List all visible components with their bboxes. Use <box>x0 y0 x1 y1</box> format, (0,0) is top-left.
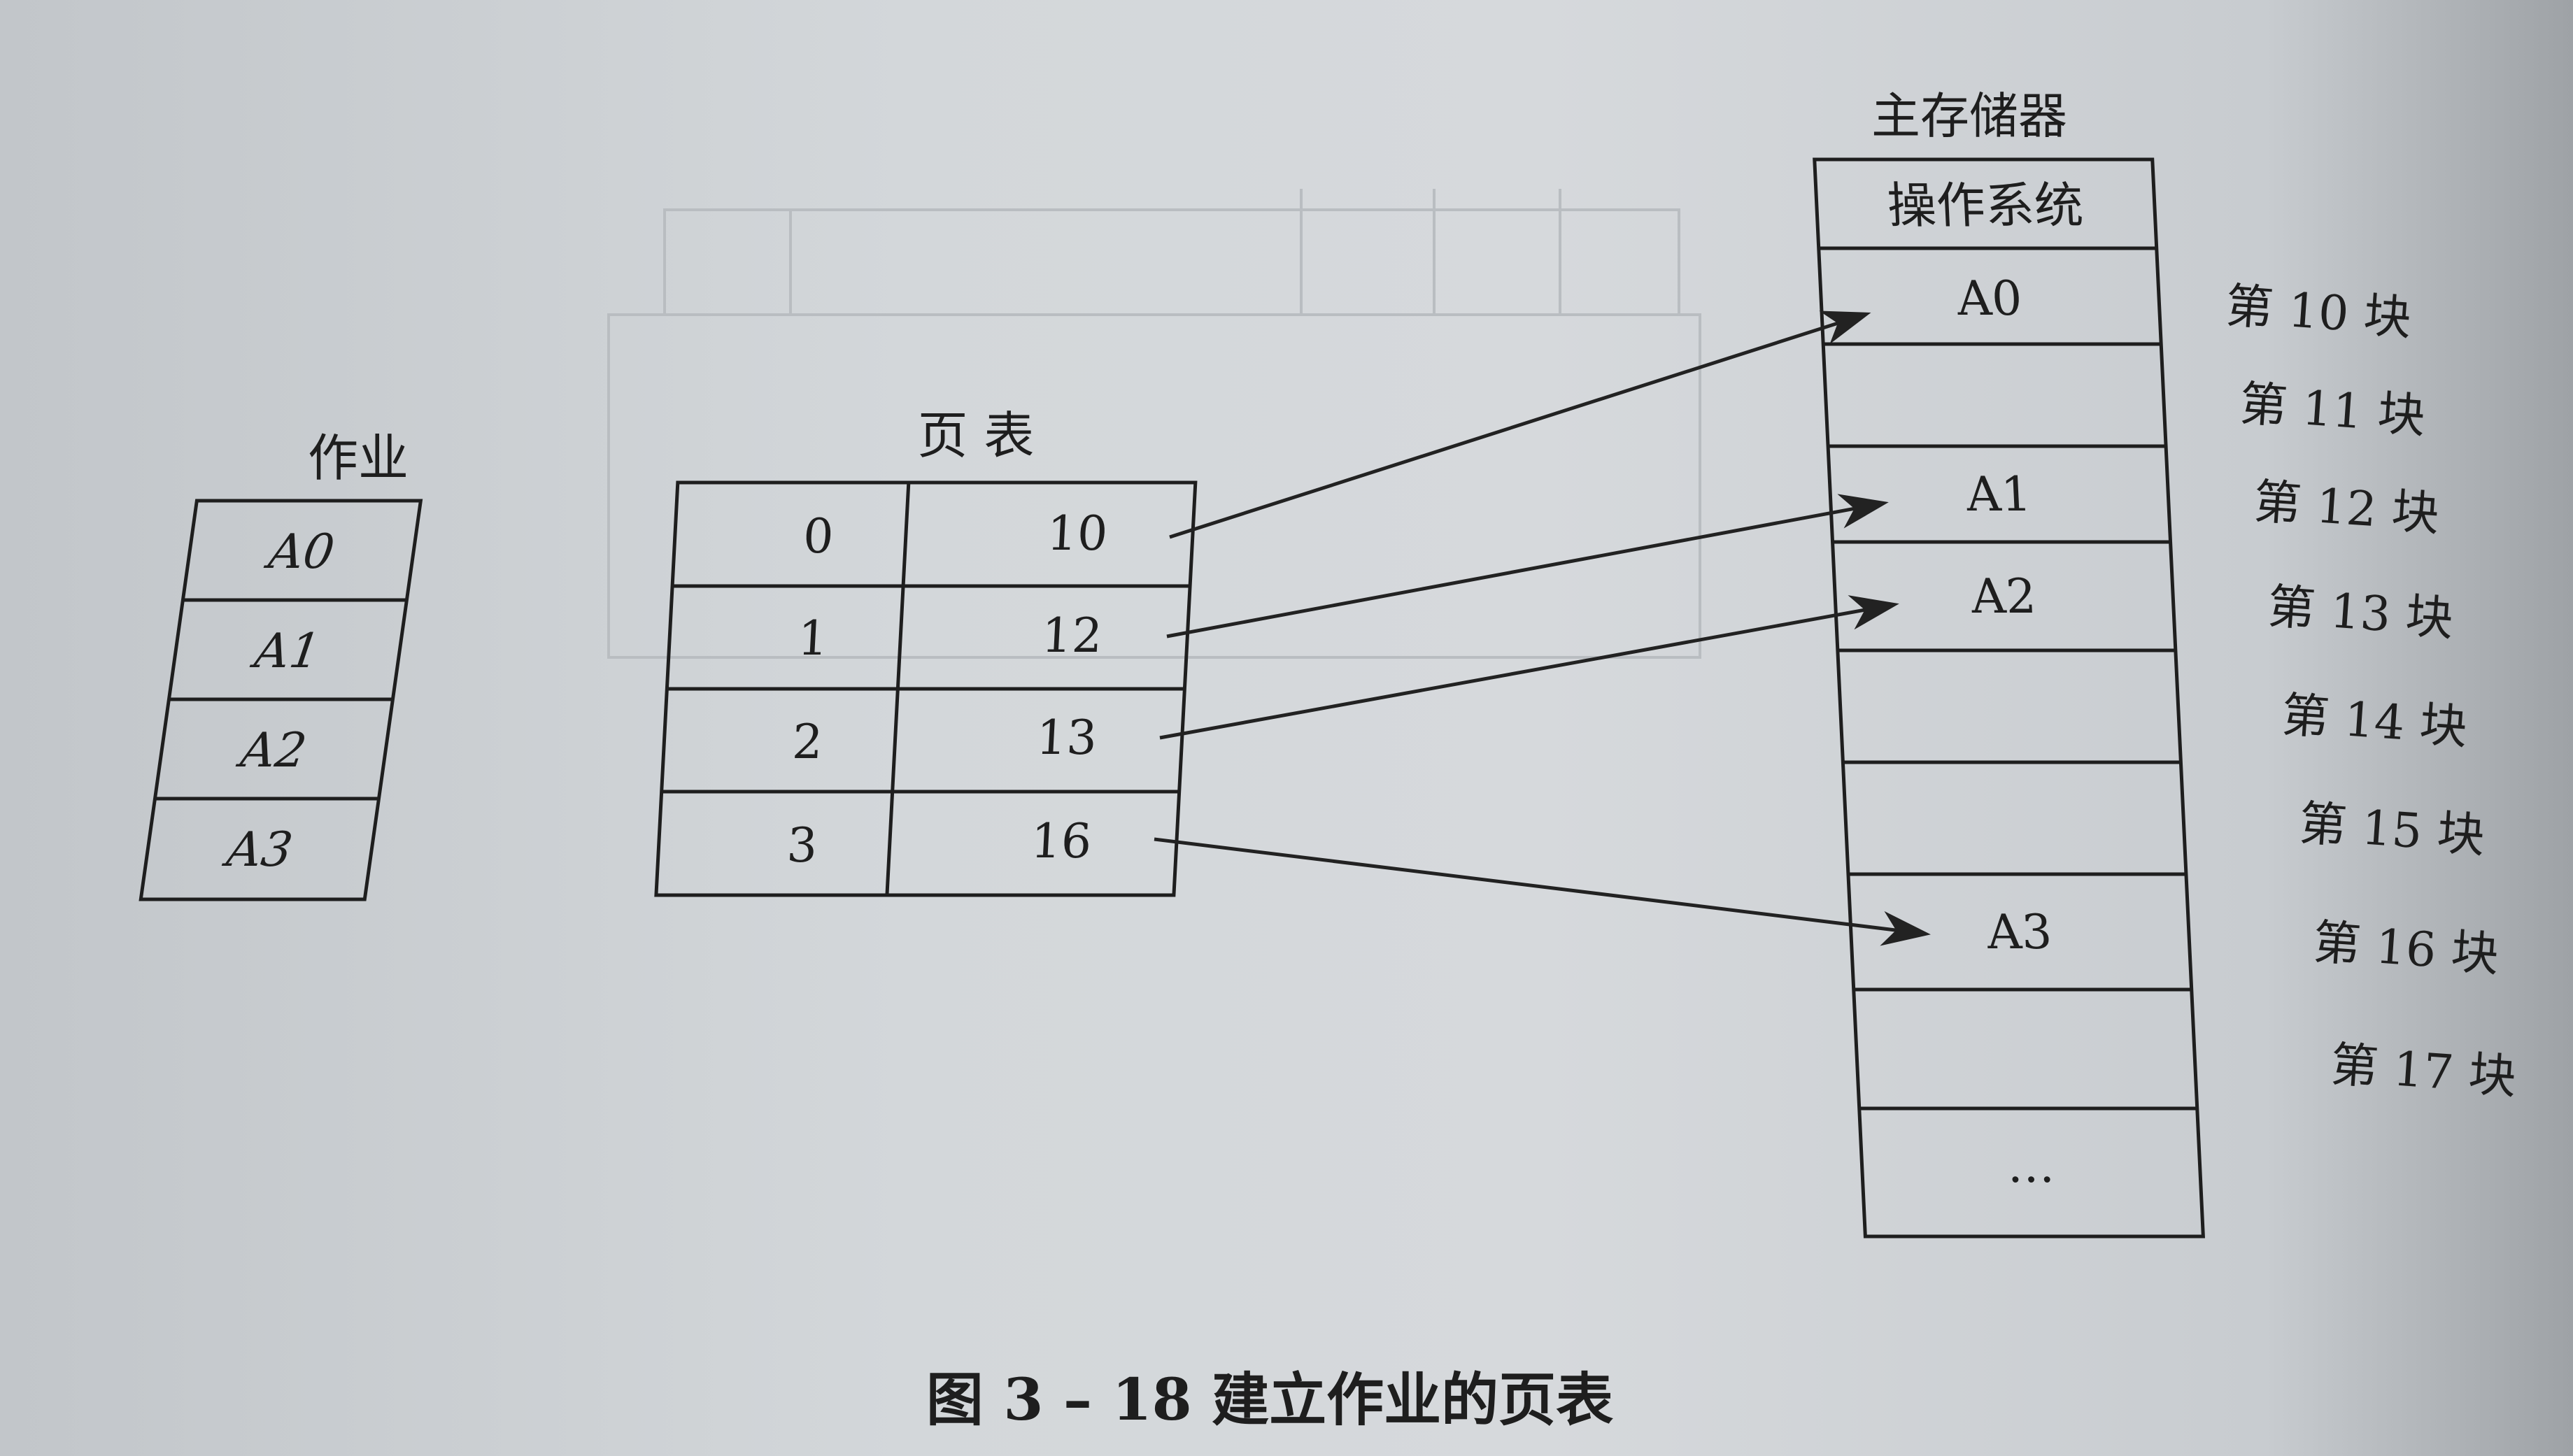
figure-caption: 图 3 – 18 建立作业的页表 <box>926 1366 1613 1434</box>
block-label-16: 第 16 块 <box>2311 915 2501 983</box>
block-label-10: 第 10 块 <box>2224 278 2413 346</box>
block-number-10: 10 <box>1046 506 1110 562</box>
arrow-10-to-a0 <box>1169 311 1871 539</box>
arrow-16-to-a3 <box>1154 837 1931 946</box>
memory-cell-a3: A3 <box>1985 905 2053 960</box>
block-number-12: 12 <box>1040 608 1104 664</box>
page-number-1: 1 <box>796 611 829 666</box>
page-number-3: 3 <box>786 818 818 873</box>
block-label-12: 第 12 块 <box>2252 474 2441 542</box>
job-page-a0: A0 <box>261 524 337 580</box>
memory-cell-a1: A1 <box>1964 467 2032 522</box>
job-page-a2: A2 <box>233 723 309 778</box>
job-page-a1: A1 <box>247 624 323 679</box>
job-table: 作业 A0 A1 A2 A3 <box>139 429 423 901</box>
show-through-background <box>607 189 1701 659</box>
block-label-17: 第 17 块 <box>2329 1037 2518 1105</box>
page-number-2: 2 <box>791 715 824 770</box>
block-label-14: 第 14 块 <box>2280 687 2469 755</box>
block-label-13: 第 13 块 <box>2266 579 2455 647</box>
memory-title: 主存储器 <box>1871 87 2067 145</box>
memory-cell-a0: A0 <box>1955 271 2023 327</box>
mapping-arrows <box>1154 311 1931 946</box>
main-memory: 主存储器 操作系统 A0 A1 A2 A3 … 第 10 块 第 11 块 <box>1813 87 2518 1239</box>
block-number-13: 13 <box>1035 711 1098 766</box>
arrow-13-to-a2 <box>1159 595 1899 740</box>
block-label-11: 第 11 块 <box>2238 376 2427 444</box>
page-table: 页 表 0 10 1 12 2 13 3 16 <box>654 406 1198 897</box>
block-number-16: 16 <box>1030 814 1093 869</box>
block-label-15: 第 15 块 <box>2297 796 2487 864</box>
memory-cell-a2: A2 <box>1969 569 2037 624</box>
job-title: 作业 <box>308 429 409 487</box>
page-number-0: 0 <box>802 509 835 564</box>
memory-outline <box>1813 157 2205 1239</box>
job-page-a3: A3 <box>219 822 295 878</box>
page-table-title: 页 表 <box>918 406 1035 465</box>
memory-ellipsis: … <box>2006 1139 2056 1194</box>
arrow-12-to-a1 <box>1166 494 1889 638</box>
os-label: 操作系统 <box>1886 177 2085 234</box>
